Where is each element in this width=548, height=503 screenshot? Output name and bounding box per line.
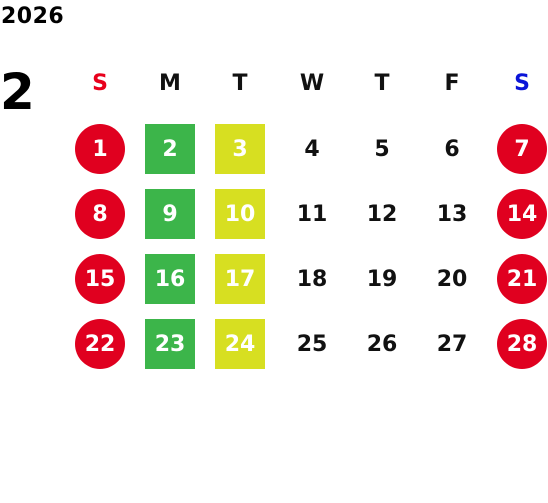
year-label: 2026 (1, 4, 65, 29)
day-cell: 16 (145, 254, 195, 304)
day-cell: 15 (75, 254, 125, 304)
day-cell: 2 (145, 124, 195, 174)
weekday-label: W (299, 70, 325, 96)
day-cell: 17 (215, 254, 265, 304)
weekday-label: F (444, 70, 460, 96)
day-cell: 4 (304, 136, 320, 162)
day-cell: 5 (374, 136, 390, 162)
day-cell: 11 (296, 201, 328, 227)
day-cell: 3 (215, 124, 265, 174)
day-cell: 26 (366, 331, 398, 357)
day-cell: 23 (145, 319, 195, 369)
day-cell: 28 (497, 319, 547, 369)
weekday-label: T (374, 70, 390, 96)
day-cell: 14 (497, 189, 547, 239)
month-number: 2 (0, 63, 35, 121)
day-cell: 20 (436, 266, 468, 292)
day-cell: 6 (444, 136, 460, 162)
day-cell: 9 (145, 189, 195, 239)
week-row: 15 16 17 18 19 20 21 (66, 254, 548, 304)
day-cell: 25 (296, 331, 328, 357)
week-row: 22 23 24 25 26 27 28 (66, 319, 548, 369)
day-cell: 22 (75, 319, 125, 369)
weekday-label: M (159, 70, 181, 96)
day-cell: 18 (296, 266, 328, 292)
weekday-label: T (232, 70, 248, 96)
day-cell: 7 (497, 124, 547, 174)
day-cell: 27 (436, 331, 468, 357)
day-cell: 1 (75, 124, 125, 174)
day-cell: 12 (366, 201, 398, 227)
day-cell: 13 (436, 201, 468, 227)
weekday-label: S (514, 70, 530, 96)
weekday-label: S (92, 70, 108, 96)
day-cell: 8 (75, 189, 125, 239)
day-cell: 21 (497, 254, 547, 304)
day-cell: 19 (366, 266, 398, 292)
day-cell: 24 (215, 319, 265, 369)
day-cell: 10 (215, 189, 265, 239)
